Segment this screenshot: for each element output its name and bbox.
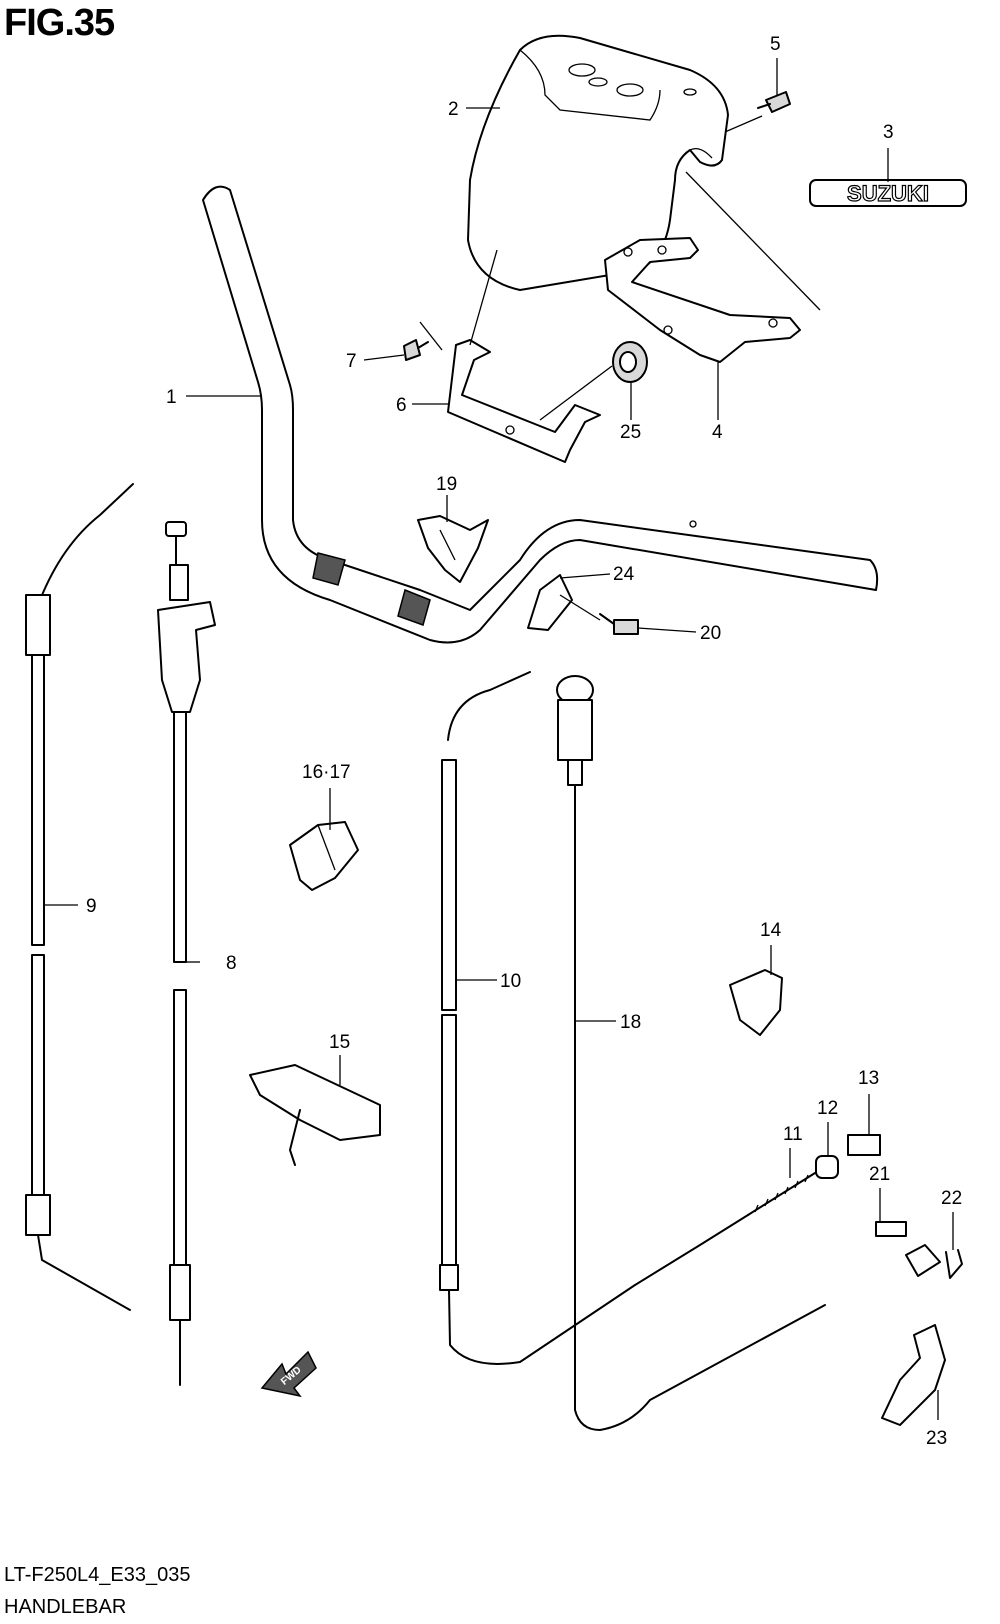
handlebar-bracket[interactable] xyxy=(447,339,601,463)
label-4: 4 xyxy=(712,422,723,443)
spring-11[interactable] xyxy=(747,1172,816,1216)
label-21: 21 xyxy=(869,1164,890,1185)
label-23: 23 xyxy=(926,1428,947,1449)
part-labels: 1 2 3 4 5 6 7 8 9 10 11 12 13 14 15 16·1… xyxy=(86,34,962,1449)
label-19: 19 xyxy=(436,474,457,495)
screw-5[interactable] xyxy=(757,91,791,113)
leader-lines xyxy=(44,58,954,1420)
collar-12[interactable] xyxy=(815,1155,839,1179)
label-9: 9 xyxy=(86,896,97,917)
label-6: 6 xyxy=(396,395,407,416)
label-11: 11 xyxy=(783,1124,803,1145)
clamp-19[interactable] xyxy=(417,515,489,583)
label-10: 10 xyxy=(500,971,521,992)
emblem-text: SUZUKI xyxy=(847,181,929,206)
model-code: LT-F250L4_E33_035 xyxy=(4,1564,191,1586)
cable-10[interactable] xyxy=(439,671,636,1365)
label-1: 1 xyxy=(166,387,177,408)
choke-cable-8[interactable] xyxy=(157,521,216,1386)
label-16-17: 16·17 xyxy=(302,762,351,783)
choke-knob-cable[interactable] xyxy=(556,675,826,1431)
bolt-20[interactable] xyxy=(599,613,639,635)
label-24: 24 xyxy=(613,564,635,585)
suzuki-emblem[interactable]: SUZUKI xyxy=(809,179,967,207)
label-18: 18 xyxy=(620,1012,641,1033)
label-7: 7 xyxy=(346,351,357,372)
section-name: HANDLEBAR xyxy=(4,1596,127,1618)
cable-guide[interactable] xyxy=(249,1064,381,1166)
bolt-13[interactable] xyxy=(847,1134,881,1156)
label-15: 15 xyxy=(329,1032,350,1053)
bolt-21[interactable] xyxy=(875,1221,907,1237)
assembly-lines xyxy=(419,115,821,621)
throttle-cable[interactable] xyxy=(25,483,134,1311)
clamp-16-17[interactable] xyxy=(289,821,359,891)
clamp-24[interactable] xyxy=(527,574,573,631)
label-22: 22 xyxy=(941,1188,962,1209)
label-5: 5 xyxy=(770,34,781,55)
cover-bracket[interactable] xyxy=(604,237,801,363)
fwd-arrow: FWD xyxy=(260,1350,317,1398)
label-3: 3 xyxy=(883,122,894,143)
screw-7[interactable] xyxy=(403,339,429,361)
clamp-14[interactable] xyxy=(729,969,783,1036)
label-2: 2 xyxy=(448,99,459,120)
label-25: 25 xyxy=(620,422,641,443)
label-8: 8 xyxy=(226,953,237,974)
label-13: 13 xyxy=(858,1068,879,1089)
label-14: 14 xyxy=(760,920,782,941)
handlebar[interactable] xyxy=(202,185,879,644)
grommet[interactable] xyxy=(612,341,648,383)
clip-22[interactable] xyxy=(945,1249,963,1279)
label-20: 20 xyxy=(700,623,721,644)
figure-title: FIG.35 xyxy=(4,2,115,44)
brake-lever[interactable] xyxy=(634,1214,946,1426)
label-12: 12 xyxy=(817,1098,838,1119)
